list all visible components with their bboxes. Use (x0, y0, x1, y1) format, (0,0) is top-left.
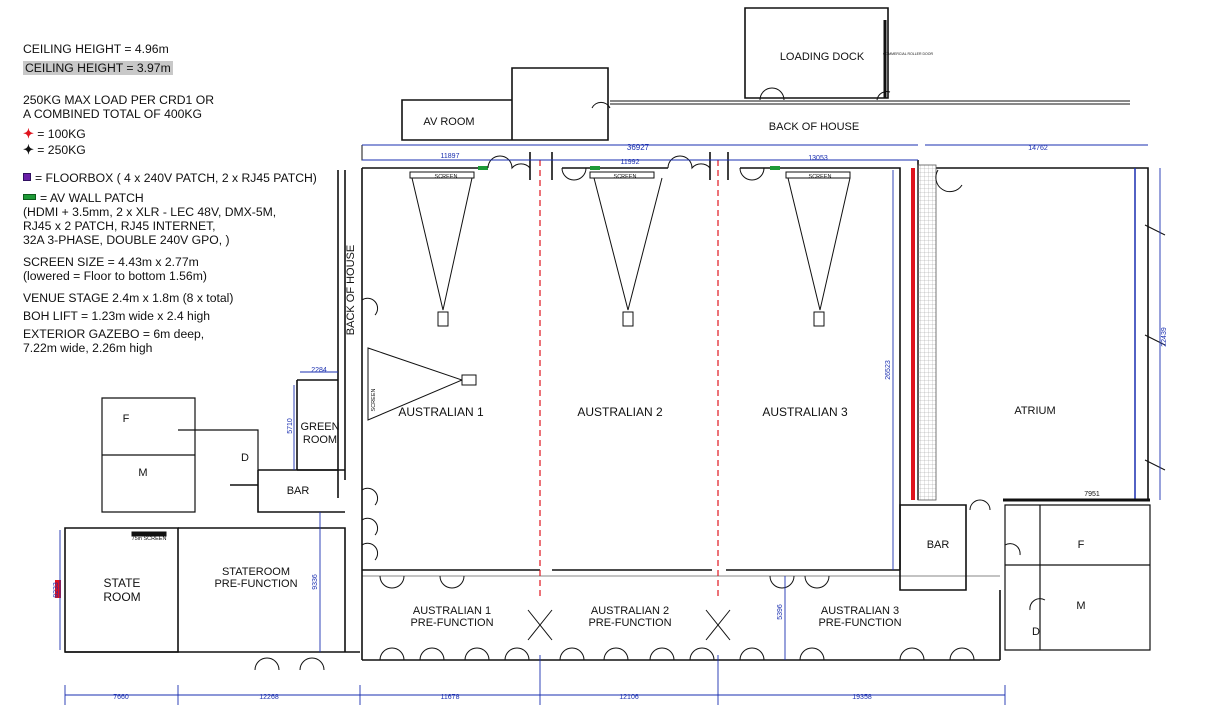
dim-11678: 11678 (441, 694, 460, 701)
dim-22439: 22439 (1161, 327, 1168, 347)
australian-3-label: AUSTRALIAN 3 (762, 405, 848, 419)
dock-note: COMMERCIAL ROLLER DOOR (883, 52, 934, 56)
max-load-note: 250KG MAX LOAD PER CRD1 OR A COMBINED TO… (23, 93, 214, 121)
screen-1-label: SCREEN (435, 174, 458, 180)
screen-3-label: SCREEN (809, 174, 832, 180)
green-room-label-2: ROOM (303, 434, 337, 446)
dim-2284: 2284 (311, 367, 327, 374)
screen-75in-label: 75in SCREEN (132, 536, 167, 542)
red-rigging-point: ✦ = 100KG (23, 126, 353, 142)
black-rigging-point: ✦ = 250KG (23, 142, 353, 158)
floorbox-label: = FLOORBOX ( 4 x 240V PATCH, 2 x RJ45 PA… (35, 171, 317, 185)
dim-13053: 13053 (808, 155, 828, 162)
left-m-label: M (138, 467, 147, 479)
bar-right-label: BAR (927, 539, 950, 551)
aus2-prefunction-label-1: AUSTRALIAN 2 (591, 605, 669, 617)
australian-1-label: AUSTRALIAN 1 (398, 405, 484, 419)
dim-8233: 8233 (53, 582, 60, 598)
screen-size-note: SCREEN SIZE = 4.43m x 2.77m (lowered = F… (23, 255, 207, 283)
dim-36927: 36927 (627, 143, 650, 152)
dim-14762: 14762 (1028, 145, 1048, 152)
left-d-label: D (241, 452, 249, 464)
wall-patch-markers (478, 166, 780, 170)
side-screen-label: SCREEN (371, 389, 377, 412)
back-of-house-label: BACK OF HOUSE (769, 121, 859, 133)
left-f-label: F (123, 413, 130, 425)
red-cross-icon: ✦ (23, 126, 34, 141)
floorbox-icon (23, 173, 31, 181)
bar-left-label: BAR (287, 485, 310, 497)
dim-7660: 7660 (113, 694, 129, 701)
dim-12106: 12106 (619, 694, 639, 701)
back-of-house-vertical-label: BACK OF HOUSE (345, 245, 357, 335)
floorbox-legend: = FLOORBOX ( 4 x 240V PATCH, 2 x RJ45 PA… (23, 171, 353, 185)
black-cross-icon: ✦ (23, 142, 34, 157)
stateroom-prefunction-label-1: STATEROOM (222, 566, 290, 578)
boh-lift-note: BOH LIFT = 1.23m wide x 2.4 high (23, 309, 211, 323)
av-wall-patch-detail: (HDMI + 3.5mm, 2 x XLR - LEC 48V, DMX-5M… (23, 205, 277, 247)
dimension-lines (59, 144, 1161, 705)
dim-7951: 7951 (1084, 491, 1100, 498)
ceiling-height-1: CEILING HEIGHT = 4.96m (23, 42, 169, 56)
atrium-glazing (917, 164, 937, 501)
dim-19358: 19358 (852, 694, 872, 701)
green-room-label-1: GREEN (300, 421, 339, 433)
state-room-label-1: STATE (104, 576, 141, 590)
right-m-label: M (1076, 600, 1085, 612)
australian-2-label: AUSTRALIAN 2 (577, 405, 663, 419)
ceiling-height-2: CEILING HEIGHT = 3.97m (23, 61, 353, 83)
aus3-prefunction-label-2: PRE-FUNCTION (818, 617, 901, 629)
dim-12268: 12268 (259, 694, 279, 701)
state-room-red-strip (55, 580, 61, 598)
ceiling-height-2-text: CEILING HEIGHT = 3.97m (23, 61, 173, 75)
aus1-prefunction-label-1: AUSTRALIAN 1 (413, 605, 491, 617)
av-room-label: AV ROOM (423, 116, 474, 128)
atrium-label: ATRIUM (1014, 405, 1055, 417)
right-d-label: D (1032, 626, 1040, 638)
walls (64, 7, 1151, 661)
doors (254, 87, 1166, 671)
aus3-prefunction-label-1: AUSTRALIAN 3 (821, 605, 899, 617)
aus2-prefunction-label-2: PRE-FUNCTION (588, 617, 671, 629)
dim-9336: 9336 (312, 574, 319, 590)
screen-2-label: SCREEN (614, 174, 637, 180)
dim-5396: 5396 (777, 604, 784, 620)
av-wall-patch-legend: = AV WALL PATCH (23, 191, 353, 205)
state-room-label-2: ROOM (103, 590, 140, 604)
wall-patch-icon (23, 194, 36, 200)
stateroom-prefunction-label-2: PRE-FUNCTION (214, 578, 297, 590)
dim-11992: 11992 (621, 159, 640, 166)
black-point-label: = 250KG (37, 143, 86, 157)
aus1-prefunction-label-2: PRE-FUNCTION (410, 617, 493, 629)
screens (131, 171, 851, 537)
gazebo-note: EXTERIOR GAZEBO = 6m deep, 7.22m wide, 2… (23, 327, 205, 355)
venue-stage-note: VENUE STAGE 2.4m x 1.8m (8 x total) (23, 291, 234, 305)
operable-walls (539, 160, 719, 600)
loading-dock-label: LOADING DOCK (780, 51, 865, 63)
red-point-label: = 100KG (37, 127, 86, 141)
wall-patch-label: = AV WALL PATCH (40, 191, 144, 205)
dim-5710: 5710 (287, 418, 294, 434)
legend: CEILING HEIGHT = 4.96m CEILING HEIGHT = … (23, 42, 353, 355)
right-f-label: F (1078, 539, 1085, 551)
dim-11897: 11897 (441, 153, 460, 160)
dim-26523: 26523 (885, 360, 892, 380)
